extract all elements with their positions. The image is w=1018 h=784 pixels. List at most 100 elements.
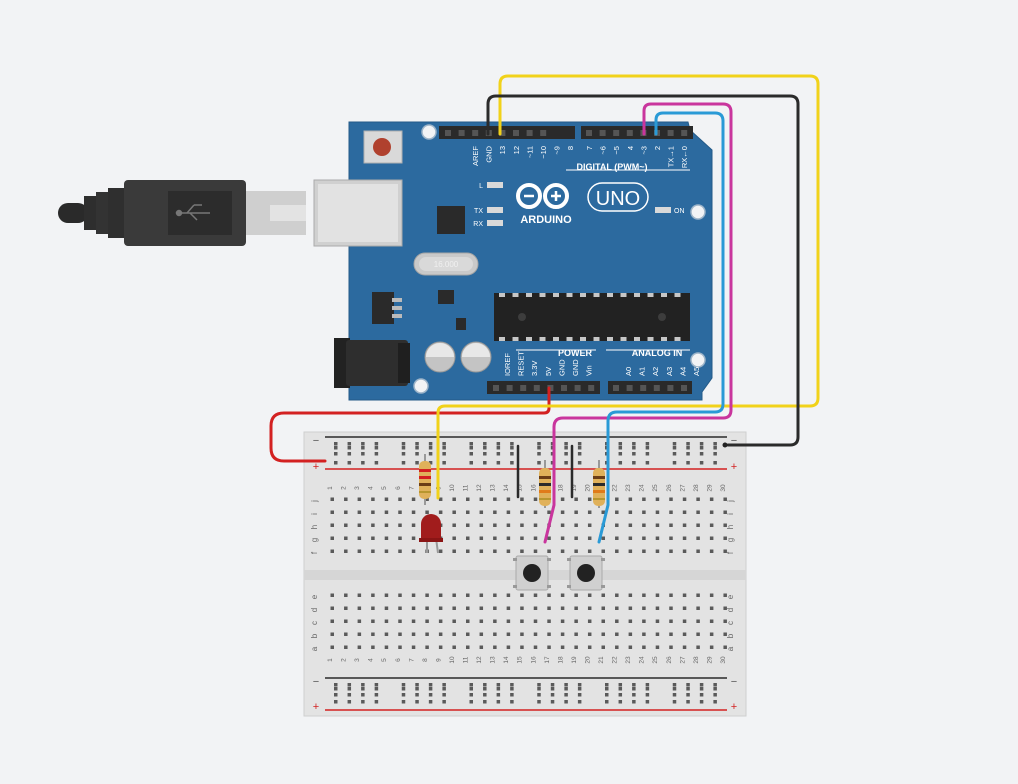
reset-button[interactable] — [363, 130, 403, 164]
column-number: 4 — [368, 658, 375, 662]
pin-label: AREF — [471, 146, 480, 166]
pin-label: 7 — [585, 146, 594, 150]
column-number: 25 — [652, 656, 659, 664]
column-number: 9 — [435, 658, 442, 662]
column-number: 24 — [639, 656, 646, 664]
rail-minus-label: − — [313, 435, 319, 447]
crystal-oscillator: 16.000 — [413, 252, 479, 276]
led-tx-indicator: TX — [474, 207, 503, 215]
column-number: 2 — [341, 658, 348, 662]
pin-label: ~3 — [639, 146, 648, 155]
column-number: 10 — [449, 484, 456, 492]
column-number: 12 — [476, 656, 483, 664]
column-number: 29 — [706, 656, 713, 664]
svg-text:RX: RX — [473, 221, 483, 228]
digital-header-label: DIGITAL (PWM~) — [577, 162, 648, 172]
column-number: 5 — [381, 486, 388, 490]
resistor-button-1[interactable] — [539, 460, 551, 508]
wire-red[interactable] — [269, 386, 551, 463]
column-number: 28 — [693, 484, 700, 492]
row-letter: i — [310, 513, 319, 515]
capacitor — [460, 341, 492, 373]
resistor-button-2[interactable] — [593, 460, 605, 508]
column-number: 21 — [598, 656, 605, 664]
pin-label: GND — [571, 359, 580, 376]
column-number: 20 — [584, 484, 591, 492]
column-number: 26 — [666, 484, 673, 492]
brand-label: ARDUINO — [520, 214, 572, 226]
pin-label: 12 — [512, 146, 521, 154]
pin-label: 8 — [566, 146, 575, 150]
column-number: 19 — [571, 484, 578, 492]
wire-yellow[interactable] — [436, 74, 820, 500]
column-number: 18 — [557, 484, 564, 492]
column-number: 14 — [503, 656, 510, 664]
pin-label: RX←0 — [680, 146, 689, 168]
column-number: 20 — [584, 656, 591, 664]
wire-blue[interactable] — [597, 111, 725, 544]
svg-text:TX: TX — [474, 208, 483, 215]
column-number: 27 — [679, 656, 686, 664]
analog-header — [608, 381, 692, 394]
column-number: 6 — [395, 486, 402, 490]
row-letter: d — [310, 608, 319, 612]
column-number: 27 — [679, 484, 686, 492]
column-number: 29 — [706, 484, 713, 492]
column-number: 2 — [341, 486, 348, 490]
led[interactable] — [419, 514, 443, 554]
row-letter: i — [726, 513, 735, 515]
svg-text:L: L — [479, 183, 483, 190]
capacitor — [424, 341, 456, 373]
rail-plus-label: + — [731, 461, 737, 473]
pin-label: A3 — [665, 367, 674, 376]
column-number: 30 — [720, 656, 727, 664]
model-label: UNO — [596, 188, 640, 210]
rail-plus-label: + — [313, 701, 319, 713]
column-number: 18 — [557, 656, 564, 664]
pin-label: 3.3V — [530, 361, 539, 376]
pin-label: ~11 — [525, 146, 534, 158]
usb-cable[interactable] — [58, 180, 306, 246]
rail-plus-label: + — [731, 701, 737, 713]
svg-text:ON: ON — [674, 208, 685, 215]
power-header — [487, 381, 600, 394]
column-number: 4 — [368, 486, 375, 490]
pushbutton-2[interactable] — [567, 555, 605, 591]
column-number: 22 — [612, 484, 619, 492]
row-letter: a — [310, 646, 319, 651]
column-number: 25 — [652, 484, 659, 492]
pin-label: 13 — [498, 146, 507, 154]
power-jack[interactable] — [334, 338, 410, 388]
arduino-logo: ARDUINO — [516, 183, 572, 226]
led-rx-indicator: RX — [473, 220, 503, 228]
crystal-label: 16.000 — [434, 260, 459, 269]
column-number: 13 — [490, 484, 497, 492]
wire-magenta[interactable] — [543, 102, 733, 544]
pin-label: ~5 — [612, 146, 621, 155]
pin-label: ~6 — [599, 146, 608, 155]
pin-label: ~10 — [539, 146, 548, 159]
pin-label: ~9 — [553, 146, 562, 155]
column-number: 19 — [571, 656, 578, 664]
arduino-board[interactable]: 16.000 ARDUINO UNO L — [313, 121, 713, 401]
row-letter: c — [726, 621, 735, 625]
pushbutton-1[interactable] — [513, 555, 551, 591]
wire-black[interactable] — [486, 94, 800, 447]
row-letter: f — [310, 551, 319, 554]
led-l-indicator: L — [479, 182, 503, 190]
pin-label: A4 — [678, 367, 687, 376]
pin-label: GND — [557, 359, 566, 376]
column-number: 5 — [381, 658, 388, 662]
row-letter: g — [310, 538, 319, 542]
resistor-led[interactable] — [419, 454, 431, 505]
column-number: 3 — [354, 486, 361, 490]
column-number: 26 — [666, 656, 673, 664]
column-number: 17 — [544, 656, 551, 664]
digital-header-right — [581, 126, 693, 139]
pin-label: A2 — [651, 367, 660, 376]
column-number: 28 — [693, 656, 700, 664]
uno-badge: UNO — [587, 182, 649, 212]
column-number: 12 — [476, 484, 483, 492]
rail-plus-label: + — [313, 461, 319, 473]
column-number: 14 — [503, 484, 510, 492]
